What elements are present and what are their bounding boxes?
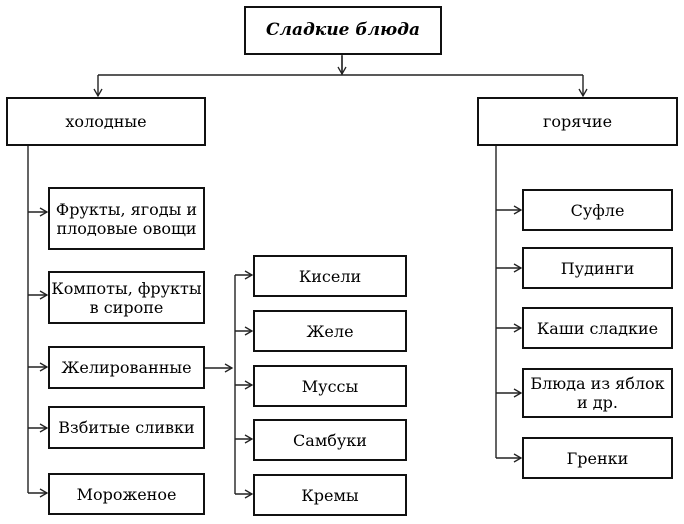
root-box: Сладкие блюда — [244, 6, 442, 55]
cold-item-label: Мороженое — [76, 484, 177, 504]
gel-item-box: Самбуки — [253, 419, 407, 461]
gel-item-label: Кисели — [298, 266, 362, 286]
cold-item-box: Компоты, фрукты в сиропе — [48, 271, 205, 324]
gel-item-label: Кремы — [301, 485, 359, 505]
hot-item-label: Каши сладкие — [536, 318, 659, 338]
gel-item-box: Муссы — [253, 365, 407, 407]
gel-item-box: Желе — [253, 310, 407, 352]
cold-item-label: Взбитые сливки — [58, 418, 195, 437]
cold-item-box: Желированные — [48, 346, 205, 389]
hot-item-box: Гренки — [522, 437, 673, 479]
hot-item-box: Суфле — [522, 189, 673, 231]
hot-item-box: Каши сладкие — [522, 307, 673, 349]
hot-category-label: горячие — [542, 112, 613, 131]
hot-item-label: Суфле — [570, 200, 625, 220]
hot-item-box: Блюда из яблок и др. — [522, 368, 673, 418]
hot-item-label: Гренки — [566, 448, 629, 468]
gel-item-label: Самбуки — [293, 430, 367, 450]
hot-item-label: Блюда из яблок и др. — [530, 374, 665, 412]
cold-item-box: Мороженое — [48, 473, 205, 515]
cold-item-label: Желированные — [61, 358, 192, 377]
cold-item-label: Компоты, фрукты в сиропе — [51, 278, 202, 317]
gel-item-box: Кисели — [253, 255, 407, 297]
cold-category-label: холодные — [65, 112, 147, 131]
cold-item-label: Фрукты, ягоды и плодовые овощи — [55, 199, 198, 238]
hot-item-box: Пудинги — [522, 247, 673, 289]
root-label: Сладкие блюда — [266, 20, 420, 40]
hot-category-box: горячие — [477, 97, 678, 146]
cold-item-box: Фрукты, ягоды и плодовые овощи — [48, 187, 205, 250]
gel-item-label: Муссы — [301, 376, 359, 396]
hot-item-label: Пудинги — [560, 258, 635, 278]
cold-item-box: Взбитые сливки — [48, 406, 205, 449]
gel-item-label: Желе — [306, 321, 354, 341]
gel-item-box: Кремы — [253, 474, 407, 516]
cold-category-box: холодные — [6, 97, 206, 146]
